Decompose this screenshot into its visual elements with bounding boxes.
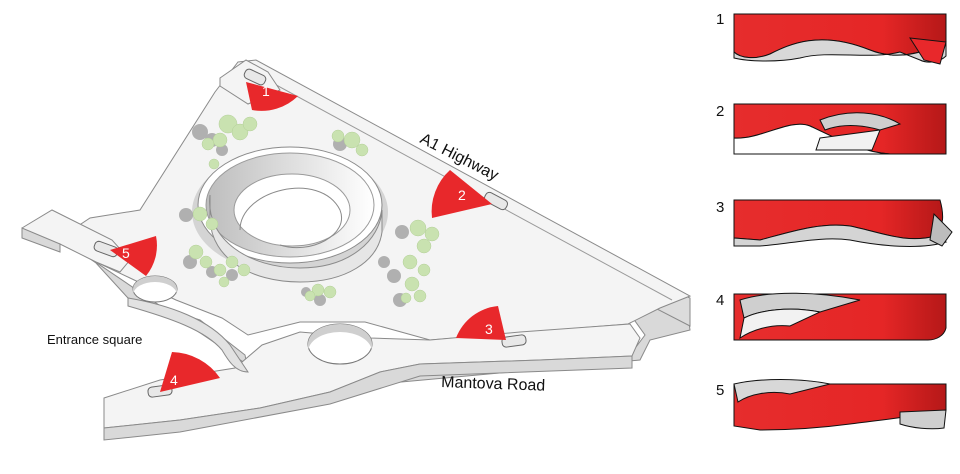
- mantova-road-side: [103, 355, 633, 441]
- square-label: Entrance square: [47, 332, 142, 347]
- viewpoint-number-3: 3: [485, 321, 493, 337]
- entrance-curve: [127, 297, 249, 373]
- viewpoint-1: [246, 82, 298, 111]
- viewpoint-2: [431, 170, 492, 218]
- view-number-2: 2: [716, 103, 724, 120]
- viewpoint-number-5: 5: [122, 245, 130, 261]
- viewpoint-5: [110, 236, 157, 276]
- view-strip-3: 3: [716, 199, 953, 247]
- view-number-5: 5: [716, 382, 724, 399]
- view-strip-5: 5: [716, 379, 947, 431]
- site-model: 1 2 3 4 5 A1 Highway Mantova Road Entran…: [21, 59, 692, 441]
- viewpoint-3: [456, 306, 506, 340]
- viewpoint-wedges: [110, 82, 506, 392]
- ring-building: [192, 146, 388, 283]
- viewpoint-number-2: 2: [458, 187, 466, 203]
- view-number-4: 4: [716, 292, 724, 309]
- viewpoint-number-4: 4: [170, 372, 178, 388]
- view-strip-1: 1: [716, 11, 947, 65]
- view-strips: 1 2 3 4 5: [716, 11, 953, 431]
- road-label: Mantova Road: [441, 374, 546, 395]
- cars: [93, 68, 527, 398]
- view-number-3: 3: [716, 199, 724, 216]
- view-number-1: 1: [716, 11, 724, 28]
- trees: [179, 114, 440, 307]
- left-arm-side: [21, 227, 61, 253]
- viewpoint-number-1: 1: [262, 83, 270, 99]
- view-strip-2: 2: [716, 103, 947, 155]
- viewpoint-4: [160, 352, 220, 392]
- view-strip-4: 4: [716, 292, 947, 341]
